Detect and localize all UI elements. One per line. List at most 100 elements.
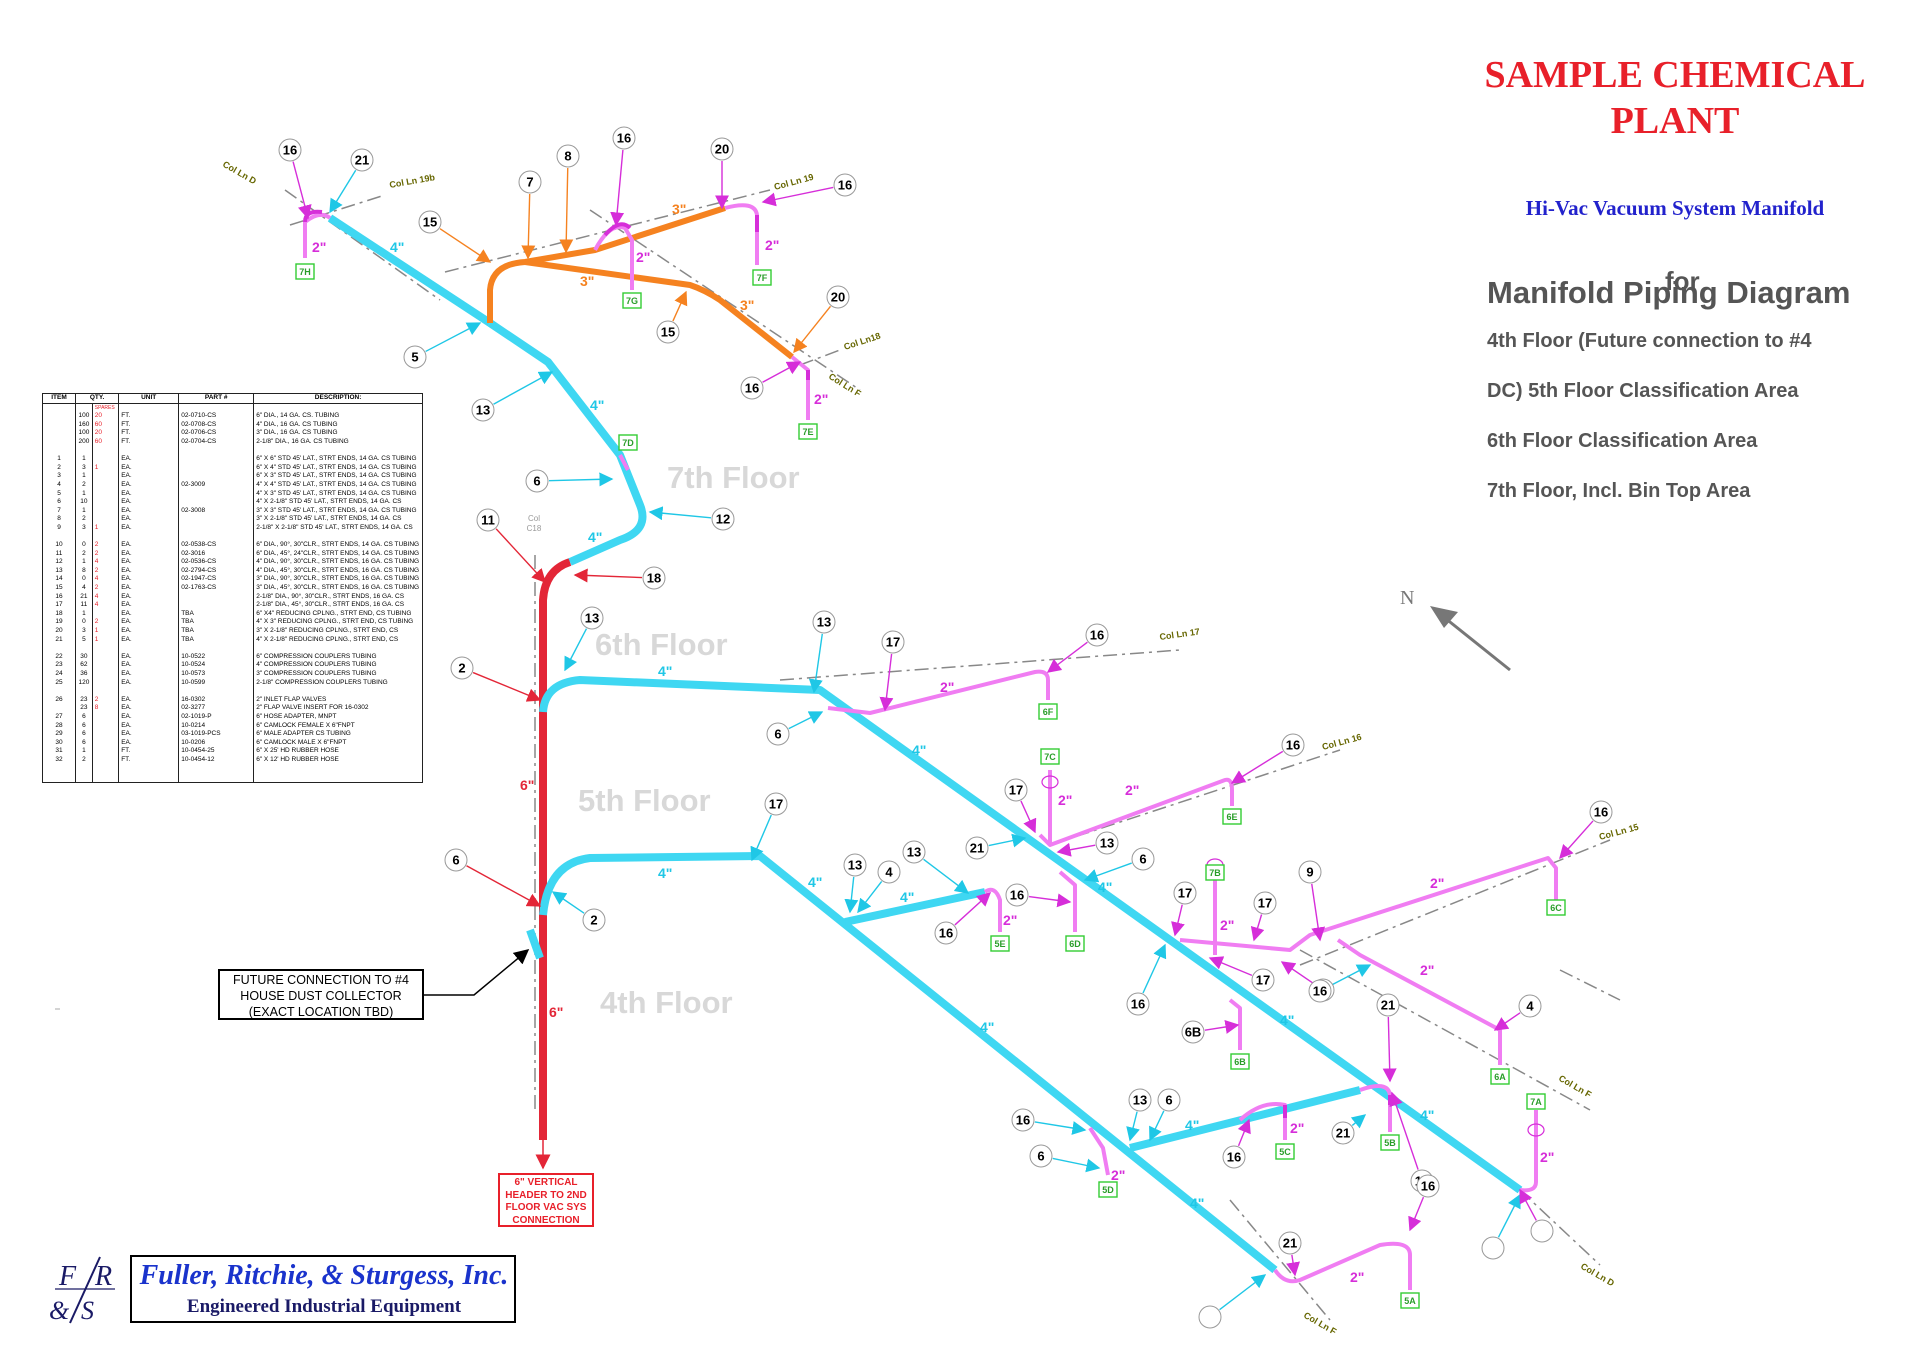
callout-bubble bbox=[350, 148, 374, 172]
column-line-d-bottom bbox=[1519, 1189, 1601, 1266]
bom-cell bbox=[42, 764, 76, 774]
callout-arrow bbox=[672, 290, 688, 322]
bom-cell: 10 bbox=[42, 541, 76, 550]
callout-arrow bbox=[466, 865, 542, 907]
callout-bubble bbox=[656, 320, 680, 344]
bom-cell: 2-1/8" COMPRESSION COUPLERS TUBING bbox=[253, 678, 423, 688]
bom-cell: 20 bbox=[91, 412, 120, 421]
drop-tag-box bbox=[295, 263, 315, 280]
bom-cell: 3" COMPRESSION COUPLERS TUBING bbox=[253, 670, 423, 679]
callout-arrow bbox=[495, 528, 546, 584]
bom-cell bbox=[91, 738, 120, 748]
bom-cell: 4 bbox=[91, 601, 120, 610]
bom-cell: 2-1/8" DIA., 45°, 30"CLR., STRT ENDS, 16… bbox=[253, 601, 423, 610]
bom-cell: 6" X 4" STD 45' LAT., STRT ENDS, 14 GA. … bbox=[253, 463, 423, 473]
callout-arrow bbox=[493, 371, 554, 405]
bom-cell: 31 bbox=[42, 747, 76, 756]
callout-arrow bbox=[750, 814, 772, 862]
bom-cell: 8 bbox=[91, 704, 120, 713]
bom-cell bbox=[42, 773, 76, 783]
callout-arrow bbox=[857, 881, 883, 914]
bom-cell: 02-3008 bbox=[178, 506, 255, 516]
callout-bubble bbox=[1251, 968, 1275, 992]
bom-cell: 1 bbox=[42, 455, 76, 464]
drop-7d bbox=[618, 454, 630, 471]
branch-6e bbox=[1038, 777, 1234, 847]
bom-cell bbox=[178, 498, 255, 507]
bom-cell: 2-1/8" DIA., 90°, 30"CLR., STRT ENDS, 16… bbox=[253, 592, 423, 602]
callout-arrow bbox=[1519, 1188, 1537, 1221]
bom-cell bbox=[42, 420, 76, 430]
callout-arrow bbox=[761, 186, 834, 207]
bom-cell bbox=[178, 532, 255, 542]
bom-cell: 4" COMPRESSION COUPLERS TUBING bbox=[253, 661, 423, 670]
callout-bubble bbox=[1131, 847, 1155, 871]
callout-bubble bbox=[1095, 831, 1119, 855]
bom-cell: 23 bbox=[42, 661, 76, 670]
callout-number: 7 bbox=[526, 175, 533, 190]
callout-number: 16 bbox=[1131, 997, 1145, 1012]
bom-cell bbox=[91, 747, 120, 756]
callout-number: 4 bbox=[885, 865, 893, 880]
callout-number: 16 bbox=[1010, 888, 1024, 903]
bom-cell: TBA bbox=[178, 627, 255, 636]
col-label-d-bottom: Col Ln D bbox=[1579, 1261, 1616, 1288]
drop-7a bbox=[1519, 1110, 1538, 1193]
callout-bubble bbox=[444, 848, 468, 872]
callout-number: 6 bbox=[1139, 852, 1146, 867]
vh-line-3: FLOOR VAC SYS bbox=[505, 1202, 587, 1213]
column-line-c18-mid bbox=[1559, 969, 1621, 1001]
bom-cell: 21 bbox=[42, 635, 76, 645]
drop-7f bbox=[724, 203, 759, 265]
callout-bubble bbox=[1085, 623, 1109, 647]
callout-arrow bbox=[573, 568, 643, 583]
callout-arrow bbox=[329, 169, 357, 214]
callout-number: 13 bbox=[585, 611, 599, 626]
callout-number: 21 bbox=[970, 841, 984, 856]
callout-bubble bbox=[1530, 1219, 1554, 1243]
drop-5d bbox=[1088, 1126, 1110, 1176]
bom-row bbox=[42, 687, 423, 696]
size-label-4in: 4" bbox=[1280, 1012, 1294, 1028]
callout-bubble bbox=[642, 566, 666, 590]
callout-number: 6 bbox=[1165, 1093, 1172, 1108]
bom-cell bbox=[253, 446, 423, 456]
callout-arrow bbox=[879, 653, 894, 712]
bom-cell bbox=[91, 644, 120, 653]
callout-number: 21 bbox=[355, 153, 369, 168]
bom-cell: 18 bbox=[42, 609, 76, 619]
callout-bubble bbox=[471, 398, 495, 422]
callout-arrow bbox=[1250, 914, 1265, 942]
col-label-17: Col Ln 17 bbox=[1159, 626, 1201, 642]
bom-cell: 1 bbox=[91, 627, 120, 636]
bom-cell: 6" X 25' HD RUBBER HOSE bbox=[253, 747, 423, 756]
callout-number: 13 bbox=[1133, 1093, 1147, 1108]
floor-labels: 7th Floor 6th Floor 5th Floor 4th Floor bbox=[578, 460, 800, 1020]
bom-cell: 3 bbox=[42, 472, 76, 481]
col-label-f-right: Col Ln F bbox=[1557, 1073, 1594, 1100]
drop-tag-box bbox=[1038, 703, 1058, 720]
bom-cell bbox=[178, 592, 255, 602]
bom-cell: 20 bbox=[91, 429, 120, 438]
callout-bubble bbox=[843, 853, 867, 877]
callout-number: 13 bbox=[907, 845, 921, 860]
callout-bubble bbox=[1157, 1088, 1181, 1112]
callout-arrow bbox=[808, 633, 823, 694]
bom-cell: 6" X 12' HD RUBBER HOSE bbox=[253, 755, 423, 765]
bom-cell: 10-0454-25 bbox=[178, 747, 255, 756]
callout-bubble bbox=[418, 210, 442, 234]
bom-cell: 6" DIA., 14 GA. CS. TUBING bbox=[253, 412, 423, 421]
callout-number: 16 bbox=[1421, 1179, 1435, 1194]
